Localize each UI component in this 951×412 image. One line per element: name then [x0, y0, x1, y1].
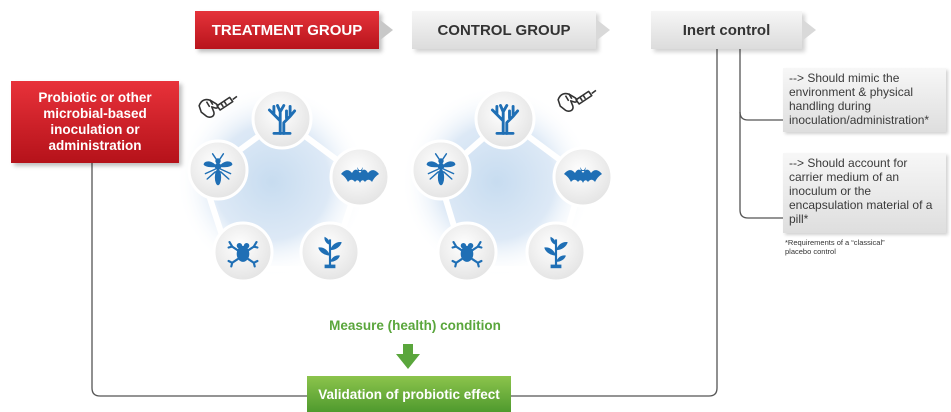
probiotic-inoculation-box: Probiotic or other microbial-based inocu…	[11, 81, 179, 163]
requirement-mimic-handling: --> Should mimic the environment & physi…	[783, 68, 946, 132]
validation-box: Validation of probiotic effect	[307, 376, 511, 412]
down-arrow-icon	[396, 344, 420, 369]
control-group-header: CONTROL GROUP	[412, 11, 610, 49]
placebo-footnote: *Requirements of a “classical” placebo c…	[785, 238, 885, 256]
requirement-carrier-medium: --> Should account for carrier medium of…	[783, 153, 946, 233]
measure-condition-label: Measure (health) condition	[329, 318, 501, 333]
control-organism-cluster	[401, 86, 614, 283]
treatment-organism-cluster	[176, 86, 391, 283]
syringe-hand-icon	[557, 89, 597, 112]
treatment-group-header: TREATMENT GROUP	[195, 11, 393, 49]
inert-control-header: Inert control	[651, 11, 816, 49]
